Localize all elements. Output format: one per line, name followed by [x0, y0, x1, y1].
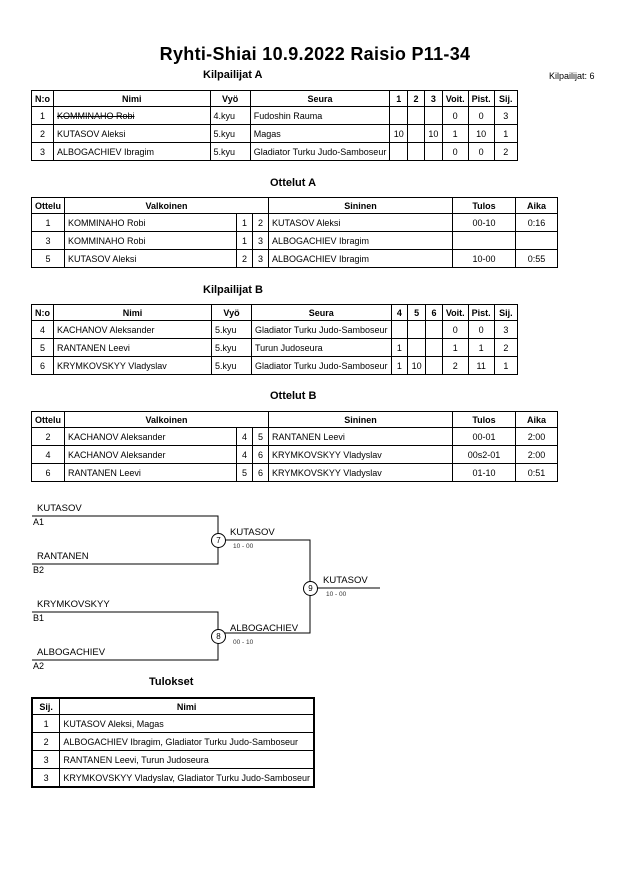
- cell-name: KRYMKOVSKYY Vladyslav, Gladiator Turku J…: [59, 768, 315, 788]
- table-row: 1 KUTASOV Aleksi, Magas: [31, 714, 315, 733]
- table-row: 2 ALBOGACHIEV Ibragim, Gladiator Turku J…: [31, 732, 315, 751]
- pool-b-heading: Kilpailijat B: [203, 284, 263, 296]
- cell-place: 2: [31, 732, 61, 751]
- bracket-seed-3-name: KRYMKOVSKYY: [37, 599, 110, 610]
- cell-place: 2: [493, 142, 519, 161]
- match-9-number: 9: [303, 581, 318, 596]
- cell-name: KUTASOV Aleksi, Magas: [59, 714, 315, 733]
- cell-score: [389, 106, 409, 125]
- cell-place: 1: [31, 714, 61, 733]
- cell-score: 1: [390, 356, 409, 375]
- matches-b-heading: Ottelut B: [270, 390, 317, 402]
- results-table: Sij. Nimi 1 KUTASOV Aleksi, Magas 2 ALBO…: [31, 697, 315, 788]
- final-winner: KUTASOV: [323, 575, 368, 586]
- matches-a-heading: Ottelut A: [270, 177, 317, 189]
- match-7-winner: KUTASOV: [230, 527, 275, 538]
- matches-a-table: Ottelu Valkoinen Sininen Tulos Aika 1 KO…: [31, 197, 558, 268]
- table-header-row: Sij. Nimi: [31, 697, 315, 715]
- col-header: Nimi: [59, 697, 315, 715]
- cell-name: ALBOGACHIEV Ibragim, Gladiator Turku Jud…: [59, 732, 315, 751]
- match-9-result: 10 - 00: [326, 591, 347, 598]
- cell-time: 0:55: [515, 249, 558, 268]
- table-row: 5 RANTANEN Leevi 5.kyu Turun Judoseura 1…: [31, 338, 519, 357]
- pool-a-table: N:o Nimi Vyö Seura 1 2 3 Voit. Pist. Sij…: [31, 90, 519, 161]
- match-8-number: 8: [211, 629, 226, 644]
- table-row: 5 KUTASOV Aleksi 2 3 ALBOGACHIEV Ibragim…: [31, 249, 558, 268]
- table-row: 3 KRYMKOVSKYY Vladyslav, Gladiator Turku…: [31, 768, 315, 788]
- table-row: 3 ALBOGACHIEV Ibragim 5.kyu Gladiator Tu…: [31, 142, 519, 161]
- bracket-seed-3-code: B1: [33, 613, 45, 623]
- cell-belt: 5.kyu: [211, 356, 252, 375]
- cell-name: RANTANEN Leevi, Turun Judoseura: [59, 750, 315, 769]
- cell-club: Gladiator Turku Judo-Samboseur: [249, 142, 391, 161]
- cell-score: 10: [407, 356, 427, 375]
- table-row: 2 KUTASOV Aleksi 5.kyu Magas 10 10 1 10 …: [31, 124, 519, 143]
- match-8-winner: ALBOGACHIEV: [230, 623, 299, 634]
- participant-count: Kilpailijat: 6: [549, 71, 595, 81]
- match-7-number: 7: [211, 533, 226, 548]
- page-title: Ryhti-Shiai 10.9.2022 Raisio P11-34: [159, 44, 471, 64]
- cell-match: 5: [31, 249, 65, 268]
- pool-a-heading: Kilpailijat A: [203, 69, 263, 81]
- cell-place: 3: [31, 750, 61, 769]
- matches-b-table: Ottelu Valkoinen Sininen Tulos Aika 2 KA…: [31, 411, 558, 482]
- cell-score: [407, 142, 425, 161]
- cell-club: Gladiator Turku Judo-Samboseur: [250, 356, 392, 375]
- cell-name: ALBOGACHIEV Ibragim: [53, 142, 211, 161]
- table-row: 6 RANTANEN Leevi 5 6 KRYMKOVSKYY Vladysl…: [31, 463, 558, 482]
- bracket-seed-4-code: A2: [33, 661, 45, 671]
- pool-b-table: N:o Nimi Vyö Seura 4 5 6 Voit. Pist. Sij…: [31, 304, 519, 375]
- table-row: 6 KRYMKOVSKYY Vladyslav 5.kyu Gladiator …: [31, 356, 519, 375]
- cell-points: 0: [467, 142, 495, 161]
- match-8-result: 00 - 10: [233, 639, 254, 646]
- results-heading: Tulokset: [149, 676, 194, 688]
- bracket-seed-1-name: KUTASOV: [37, 503, 82, 514]
- cell-place: 3: [31, 768, 61, 788]
- bracket-seed-2-code: B2: [33, 565, 45, 575]
- col-header: Sij.: [31, 697, 61, 715]
- bracket-seed-2-name: RANTANEN: [37, 551, 89, 562]
- table-row: 3 RANTANEN Leevi, Turun Judoseura: [31, 750, 315, 769]
- table-row: 1 KOMMINAHO Robi 1 2 KUTASOV Aleksi 00-1…: [31, 213, 558, 232]
- cell-place: 1: [493, 356, 519, 375]
- cell-white: KUTASOV Aleksi: [64, 249, 237, 268]
- cell-no: 3: [31, 142, 54, 161]
- match-7-result: 10 - 00: [233, 543, 254, 550]
- bracket-seed-4-name: ALBOGACHIEV: [37, 647, 106, 658]
- cell-belt: 5.kyu: [209, 142, 251, 161]
- cell-name: KRYMKOVSKYY Vladyslav: [52, 356, 213, 375]
- bracket-seed-1-code: A1: [33, 517, 45, 527]
- cell-time: 0:51: [515, 463, 558, 482]
